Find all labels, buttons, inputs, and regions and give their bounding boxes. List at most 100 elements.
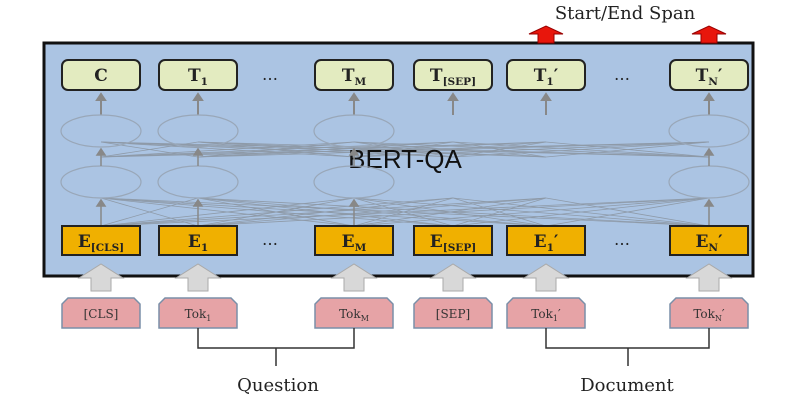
input-token-box [61,297,141,329]
output-label-subscript: [SEP] [443,76,477,88]
output-label-main: T [696,66,709,86]
ellipsis-top-question: … [262,65,278,84]
input-token-main: Tok [339,307,361,321]
document-bracket [545,328,710,366]
input-token-subscript: M [361,314,369,323]
output-label: T1 [188,66,208,88]
output-label-subscript: 1 [201,76,208,88]
arrow-up-icon [95,147,107,166]
input-token-label: TokN′ [693,307,725,323]
output-box [61,59,141,91]
output-arrow-icon [691,25,727,44]
input-token-box [413,297,493,329]
attention-line [197,197,547,227]
embedding-label-main: E [342,232,355,252]
input-token-box [314,297,394,329]
attention-line [100,197,547,227]
embedding-label-prime: ′ [554,232,559,252]
output-label: TN′ [696,66,723,88]
embedding-label-main: E [695,232,708,252]
input-token-label: [CLS] [84,307,119,321]
output-label-subscript: M [354,76,366,88]
input-token-label: Tok1 [185,307,212,323]
input-token-main: [SEP] [436,307,470,321]
embedding-box [61,225,141,256]
attention-line [100,141,355,158]
input-token-box [669,297,749,329]
input-token-label: TokM [339,307,369,323]
attention-line [100,197,199,227]
attention-line [452,197,710,227]
embedding-label: E1 [188,232,208,254]
output-label-main: T [430,66,443,86]
attention-line [452,197,547,227]
output-box [314,59,394,91]
embedding-label-main: E [188,232,201,252]
arrow-up-icon [192,147,204,166]
hidden-node-upper [668,114,750,148]
input-token-prime: ′ [722,307,725,321]
input-token-box [506,297,586,329]
input-token-subscript: 1 [553,314,558,323]
input-token-subscript: 1 [206,314,211,323]
arrow-up-icon [540,92,552,115]
arrow-up-icon [95,92,107,115]
embedding-label-subscript: 1 [201,242,208,254]
input-token-subscript: N [715,314,722,323]
token-column: CE[CLS][CLS] [60,59,142,329]
hidden-node-upper [60,114,142,148]
attention-line [545,141,710,158]
input-arrow-icon [330,263,378,292]
embedding-label: EN′ [695,232,723,254]
input-token-main: [CLS] [84,307,119,321]
embedding-label: E[SEP] [430,232,477,254]
output-label-main: T [534,66,547,86]
input-arrow-icon [522,263,570,292]
arrow-up-icon [703,92,715,115]
embedding-label-main: E [78,232,91,252]
attention-line [452,141,547,158]
output-arrow-icon [528,25,564,44]
attention-line [545,197,710,227]
output-label-main: T [342,66,355,86]
model-label: BERT-QA [348,144,462,174]
attention-line [100,141,199,158]
output-label: T[SEP] [430,66,476,88]
ellipsis-embed-document: … [614,230,630,249]
input-token-main: Tok [185,307,207,321]
embedding-label-main: E [430,232,443,252]
attention-line [100,197,454,227]
output-box [669,59,749,91]
output-label: C [94,66,108,86]
token-column: T[SEP]E[SEP][SEP] [413,59,493,329]
question-bracket [197,328,355,366]
attention-line [197,141,547,158]
embedding-label-subscript: [CLS] [91,242,124,254]
arrow-up-icon [348,147,360,166]
embedding-box [669,225,749,256]
arrow-up-icon [447,92,459,115]
document-label: Document [580,375,674,396]
output-label-subscript: 1 [546,76,553,88]
input-token-main: Tok [531,307,553,321]
ellipsis-top-document: … [614,65,630,84]
question-label: Question [237,375,319,396]
embedding-label: E[CLS] [78,232,124,254]
input-token-label: Tok1′ [531,307,561,323]
attention-line [353,141,710,158]
arrow-up-icon [348,198,360,225]
embedding-box [413,225,493,256]
embedding-label-subscript: N [708,242,718,254]
attention-line [100,141,710,158]
input-token-label: [SEP] [436,307,470,321]
attention-line [100,197,355,227]
attention-line [197,141,710,158]
embedding-label-main: E [534,232,547,252]
token-column: T1′ E 1 ′ Tok1′ [506,25,586,329]
arrow-up-icon [192,92,204,115]
output-label: T1′ [534,66,559,88]
token-column: TN′EN′TokN′ [668,25,750,329]
output-box [413,59,493,91]
